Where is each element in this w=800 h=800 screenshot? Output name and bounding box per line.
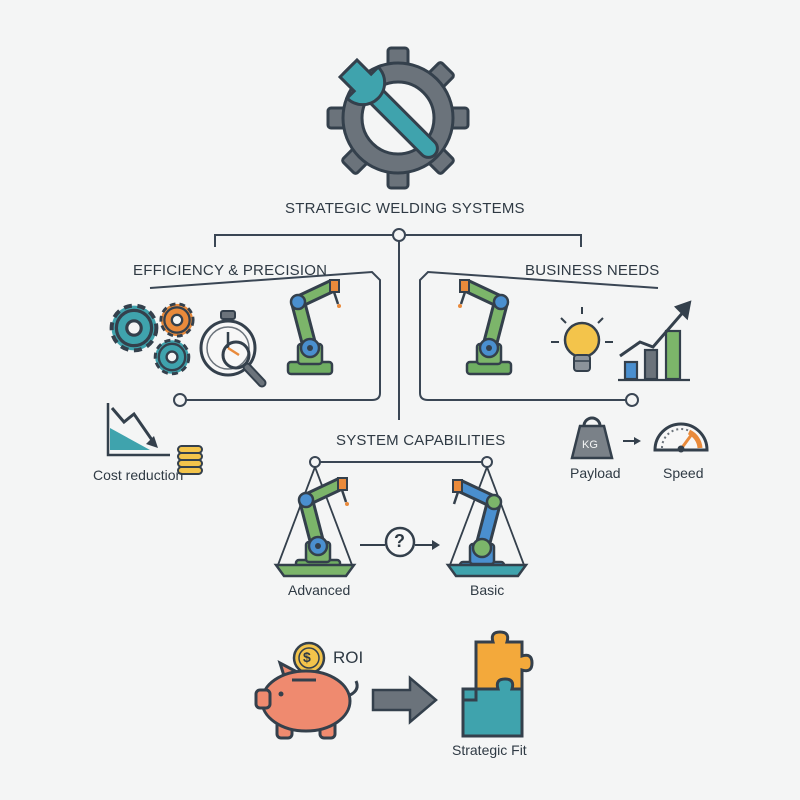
arrow-right-icon	[623, 437, 641, 445]
robot-arm-icon	[288, 280, 341, 374]
branch-label-business: BUSINESS NEEDS	[525, 262, 660, 279]
basic-label: Basic	[470, 582, 505, 598]
page-title: STRATEGIC WELDING SYSTEMS	[285, 200, 525, 217]
puzzle-icon	[461, 630, 534, 738]
dollar-sign: $	[303, 649, 311, 665]
robot-arm-icon	[296, 478, 349, 572]
cost-down-chart-icon	[106, 403, 170, 457]
strategic-fit-label: Strategic Fit	[452, 742, 527, 758]
speedometer-icon	[653, 422, 709, 453]
magnifier-icon	[221, 340, 267, 388]
payload-label: Payload	[570, 465, 621, 481]
speed-label: Speed	[663, 465, 704, 481]
weight-icon	[570, 416, 614, 460]
piggy-bank-icon	[254, 659, 359, 740]
scale-pans	[273, 563, 529, 578]
gears-icon	[112, 302, 195, 376]
stopwatch-icon	[199, 310, 257, 377]
advanced-label: Advanced	[288, 582, 351, 598]
coins-icon	[177, 445, 203, 475]
arrow-right-icon	[371, 675, 438, 725]
capabilities-label: SYSTEM CAPABILITIES	[336, 432, 506, 449]
connector-nodes	[173, 228, 639, 468]
branch-label-efficiency: EFFICIENCY & PRECISION	[133, 262, 328, 279]
robot-arm-icon	[458, 280, 511, 374]
gear-wrench-icon	[326, 46, 470, 190]
lightbulb-icon	[551, 307, 613, 372]
roi-label: ROI	[333, 648, 364, 667]
growth-chart-icon	[618, 300, 692, 382]
cost-reduction-label: Cost reduction	[93, 467, 184, 483]
payload-unit: KG	[582, 439, 598, 451]
robot-arm-icon	[452, 479, 506, 576]
question-icon	[360, 526, 440, 558]
question-mark: ?	[394, 531, 405, 551]
balance-scale-icon	[277, 466, 525, 566]
